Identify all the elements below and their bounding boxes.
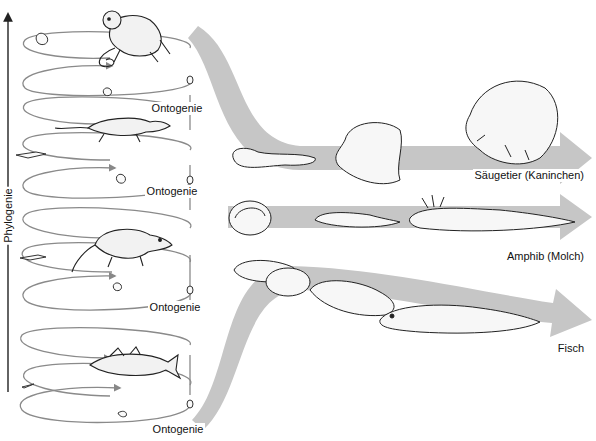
- stage-label: Ontogenie: [150, 102, 205, 115]
- stage-label: Ontogenie: [148, 301, 203, 314]
- group-label: Säugetier (Kaninchen): [473, 169, 586, 182]
- group-label: Amphib (Molch): [505, 250, 586, 263]
- embryos: [229, 81, 575, 333]
- stage-label: Ontogenie: [145, 185, 200, 198]
- development-arrows: [188, 26, 592, 430]
- stage-label: Ontogenie: [151, 423, 206, 436]
- axis-label: Phylogenie: [2, 186, 15, 244]
- spiral-embryos: [16, 33, 193, 417]
- group-label: Fisch: [556, 342, 586, 355]
- spiral: [20, 32, 191, 423]
